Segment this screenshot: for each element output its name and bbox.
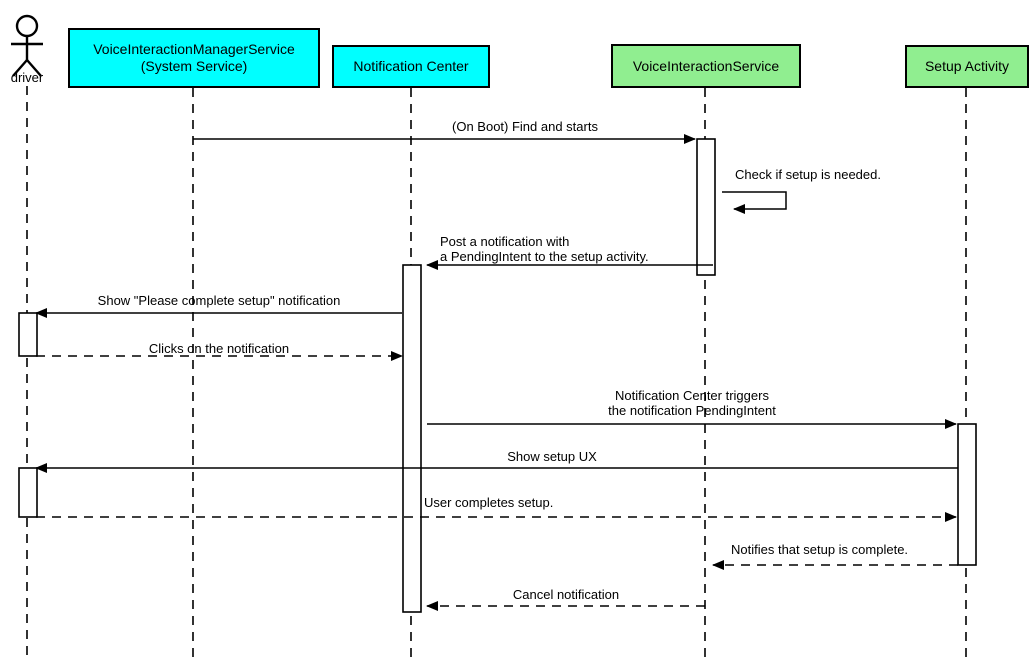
message-label-m3: Post a notification with a PendingIntent… xyxy=(440,234,649,264)
message-label-m8: User completes setup. xyxy=(424,495,554,510)
message-label-m7: Show setup UX xyxy=(507,449,597,464)
message-arrow-m2 xyxy=(722,191,787,214)
activation-bar-vis-3 xyxy=(696,138,716,276)
message-label-m6: Notification Center triggers the notific… xyxy=(608,388,776,418)
participant-label-setup: Setup Activity xyxy=(924,58,1010,74)
message-label-m5: Clicks on the notification xyxy=(148,341,290,356)
message-label-m10: Cancel notification xyxy=(512,587,620,602)
activation-bar-notifcenter-2 xyxy=(402,264,422,613)
participant-box-notifcenter[interactable]: Notification Center xyxy=(332,45,490,88)
participant-label-vis: VoiceInteractionService xyxy=(632,57,780,74)
message-label-m9: Notifies that setup is complete. xyxy=(731,542,909,557)
message-label-m1: (On Boot) Find and starts xyxy=(452,119,598,134)
activation-bar-driver-0 xyxy=(18,312,38,357)
activation-bars-group xyxy=(18,138,977,613)
message-label-m4: Show "Please complete setup" notificatio… xyxy=(97,293,341,308)
participant-box-vis[interactable]: VoiceInteractionService xyxy=(611,44,801,88)
activation-bar-driver-1 xyxy=(18,467,38,518)
participant-label-notifcenter: Notification Center xyxy=(353,58,469,74)
actor-driver-icon xyxy=(11,14,43,77)
activation-bar-setup-4 xyxy=(957,423,977,566)
message-label-m2: Check if setup is needed. xyxy=(735,167,881,182)
participant-label-vims: VoiceInteractionManagerService (System S… xyxy=(93,41,295,74)
participant-box-vims[interactable]: VoiceInteractionManagerService (System S… xyxy=(68,28,320,88)
participant-label-driver: driver xyxy=(10,70,44,85)
message-arrows-group xyxy=(35,134,958,611)
participant-box-setup[interactable]: Setup Activity xyxy=(905,45,1029,88)
